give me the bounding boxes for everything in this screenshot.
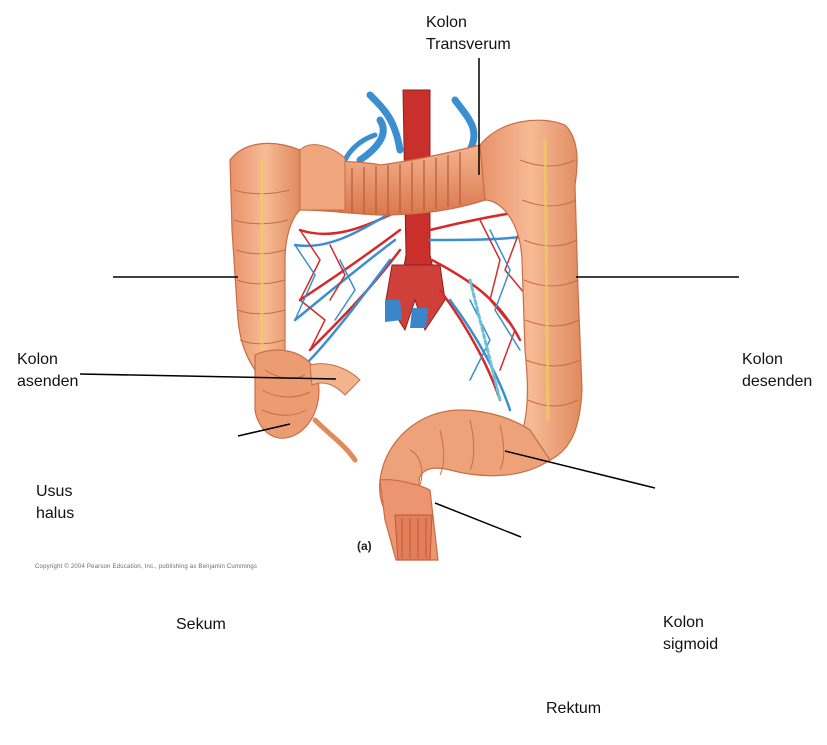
- label-kolon-desenden: Kolon desenden: [742, 349, 812, 393]
- appendix: [315, 420, 355, 460]
- copyright-notice: Copyright © 2004 Pearson Education, Inc.…: [35, 564, 257, 570]
- label-kolon-asenden: Kolon asenden: [17, 349, 78, 393]
- label-rektum: Rektum: [546, 698, 601, 720]
- mesenteric-vessels-left: [295, 210, 400, 365]
- figure-letter: (a): [357, 539, 372, 553]
- inferior-vena-cava: [385, 300, 402, 322]
- label-sekum: Sekum: [176, 614, 226, 636]
- label-kolon-sigmoid: Kolon sigmoid: [663, 612, 718, 656]
- label-kolon-transverum: Kolon Transverum: [426, 12, 511, 56]
- descending-colon: [480, 120, 582, 460]
- label-usus-halus: Usus halus: [36, 481, 74, 525]
- leader-line-rektum: [435, 503, 521, 537]
